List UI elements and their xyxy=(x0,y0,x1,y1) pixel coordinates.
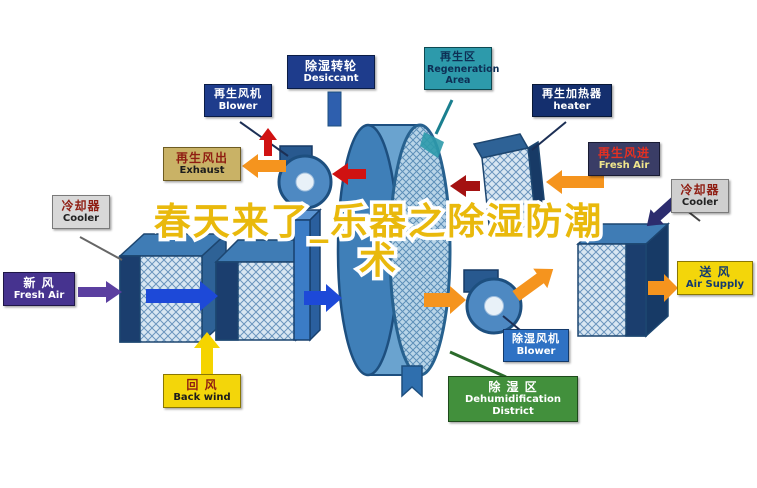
return-air-arrow xyxy=(194,332,220,378)
label-cooler-left-zh: 冷却器 xyxy=(61,199,101,213)
label-back-wind-en: Back wind xyxy=(173,392,231,404)
label-cooler-right: 冷却器 Cooler xyxy=(671,179,729,213)
label-regen-blower: 再生风机 Blower xyxy=(204,84,272,117)
process-arrow-1 xyxy=(146,281,218,311)
regeneration-sector-marker xyxy=(420,132,444,158)
label-regen-fresh-air: 再生风进 Fresh Air xyxy=(588,142,660,176)
label-dehumid-blower-en: Blower xyxy=(516,345,556,357)
filter-panel xyxy=(292,208,322,342)
dry-air-arrow-1 xyxy=(424,286,466,314)
label-air-supply-en: Air Supply xyxy=(685,279,745,291)
label-back-wind: 回 风 Back wind xyxy=(163,374,241,408)
label-exhaust-en: Exhaust xyxy=(179,165,225,177)
label-exhaust-zh: 再生风出 xyxy=(175,151,228,165)
process-arrow-2 xyxy=(304,284,342,312)
label-fresh-air-zh: 新 风 xyxy=(23,276,55,290)
label-fresh-air-en: Fresh Air xyxy=(13,290,65,302)
exhaust-up-arrow xyxy=(259,128,277,156)
label-fresh-air: 新 风 Fresh Air xyxy=(3,272,75,306)
exhaust-arrow xyxy=(242,154,286,178)
ahu-supply-unit xyxy=(576,222,670,338)
label-desiccant-zh: 除湿转轮 xyxy=(304,59,357,73)
label-cooler-right-en: Cooler xyxy=(681,197,719,209)
label-regeneration-area: 再生区 Regeneration Area xyxy=(424,47,500,91)
label-dehumid-blower: 除湿风机 Blower xyxy=(503,329,569,362)
label-regeneration-area-en: Regeneration Area xyxy=(427,63,500,87)
label-dehumid-district-zh: 除 湿 区 xyxy=(488,380,538,394)
label-dehumid-district-en: Dehumidification District xyxy=(464,394,562,417)
regen-arrow-heater-to-wheel xyxy=(450,175,480,197)
flow-arrows xyxy=(78,128,682,378)
supply-air-arrow xyxy=(648,274,678,302)
label-air-supply-zh: 送 风 xyxy=(699,265,731,279)
label-dehumid-blower-zh: 除湿风机 xyxy=(512,332,560,345)
label-connectors xyxy=(79,91,701,379)
regen-inlet-arrow xyxy=(546,170,604,194)
label-desiccant: 除湿转轮 Desiccant xyxy=(287,55,375,89)
label-regen-blower-en: Blower xyxy=(218,100,258,112)
label-regen-fresh-air-zh: 再生风进 xyxy=(597,146,650,160)
label-desiccant-en: Desiccant xyxy=(303,73,359,85)
label-back-wind-zh: 回 风 xyxy=(186,378,218,392)
label-regen-heater-en: heater xyxy=(553,100,591,112)
label-regen-fresh-air-en: Fresh Air xyxy=(598,160,650,172)
label-regen-blower-zh: 再生风机 xyxy=(214,87,262,100)
label-regen-heater: 再生加热器 heater xyxy=(532,84,612,117)
fresh-air-arrow xyxy=(78,281,122,303)
regen-arrow-wheel-to-fan xyxy=(332,163,366,185)
ribbon xyxy=(401,365,423,398)
label-dehumid-district: 除 湿 区 Dehumidification District xyxy=(448,376,578,422)
heater-unit xyxy=(472,133,547,235)
label-exhaust: 再生风出 Exhaust xyxy=(163,147,241,181)
label-cooler-left-en: Cooler xyxy=(62,213,100,225)
label-cooler-right-zh: 冷却器 xyxy=(680,183,720,197)
label-cooler-left: 冷却器 Cooler xyxy=(52,195,110,229)
ahu-fresh-air-unit xyxy=(118,232,228,344)
label-regen-heater-zh: 再生加热器 xyxy=(542,87,602,100)
page-title-line2: 术 xyxy=(356,238,400,284)
regen-blower-fan xyxy=(277,145,333,210)
desiccant-wheel xyxy=(336,123,452,377)
label-air-supply: 送 风 Air Supply xyxy=(677,261,753,295)
dry-air-arrow-2 xyxy=(512,268,554,301)
label-regeneration-area-zh: 再生区 xyxy=(440,50,476,63)
page-title-line1: 春天来了_乐器之除湿防潮 xyxy=(150,199,605,245)
